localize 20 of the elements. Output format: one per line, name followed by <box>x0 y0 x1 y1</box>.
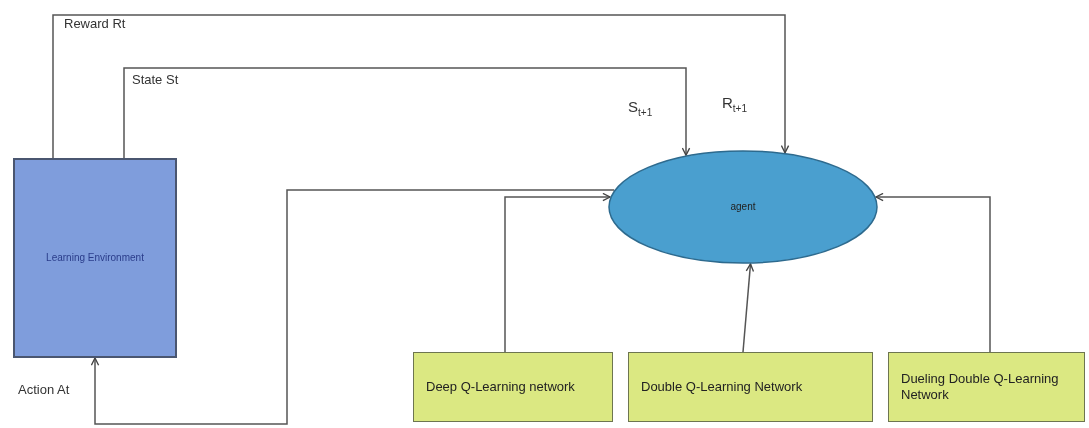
environment-box <box>13 158 177 358</box>
node-label: Deep Q-Learning network <box>426 379 575 395</box>
arrow <box>504 192 611 353</box>
signal-label: R$_{t+1}$ <box>722 94 748 114</box>
arrow <box>123 67 691 159</box>
edge-label: State St <box>132 72 179 87</box>
signal-label: S$_{t+1}$ <box>628 98 653 118</box>
edge-label: Reward Rt <box>64 16 126 31</box>
node-label: Double Q-Learning Network <box>641 379 803 395</box>
node-label: Learning Environment <box>46 252 144 264</box>
node-label: Dueling Double Q-Learning Network <box>901 371 1060 403</box>
arrow <box>52 14 790 159</box>
network-box <box>628 352 873 422</box>
node-label: agent <box>730 201 756 213</box>
arrow <box>875 192 991 353</box>
arrow <box>742 263 755 353</box>
edge-label: Action At <box>18 382 70 397</box>
arrow <box>90 189 615 425</box>
network-box <box>413 352 613 422</box>
network-box <box>888 352 1085 422</box>
